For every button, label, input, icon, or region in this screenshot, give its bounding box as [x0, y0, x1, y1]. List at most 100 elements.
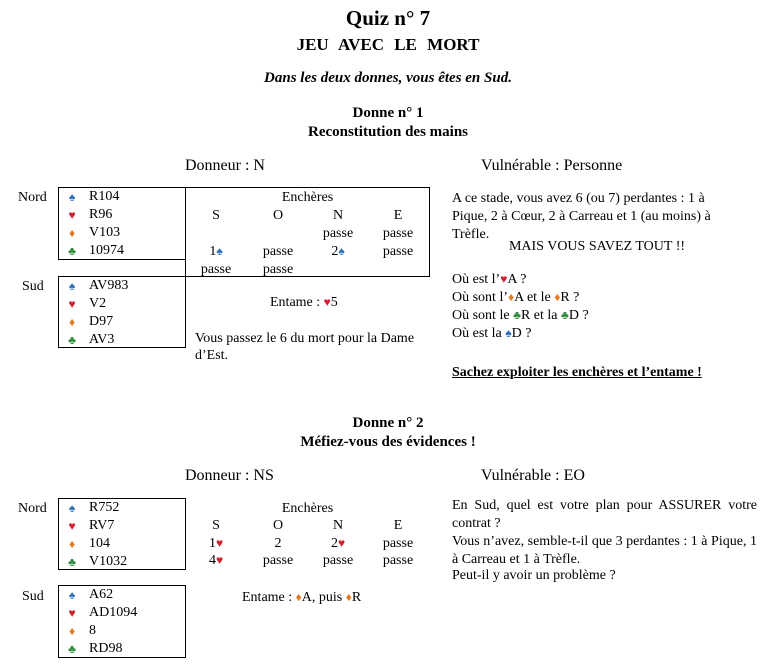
donne2-subheading: Méfiez-vous des évidences ! [300, 434, 476, 450]
south-clubs: AV3 [89, 332, 115, 347]
auction-cell: 2♠ [331, 244, 345, 259]
donne2-lead: Entame : ♦A, puis ♦R [242, 590, 362, 605]
south-diamonds: D97 [89, 314, 114, 329]
heart-icon: ♥ [68, 606, 76, 620]
auction-header-s: S [212, 208, 220, 223]
auction-header-e: E [393, 208, 403, 223]
diamond-icon: ♦ [68, 624, 76, 638]
auction-cell: passe [382, 536, 414, 551]
donne1-vulnerable: Vulnérable : Personne [481, 157, 623, 174]
heart-icon: ♥ [337, 536, 346, 550]
auction-cell: passe [200, 262, 232, 277]
club-icon: ♣ [513, 308, 521, 322]
donne1-north-label: Nord [18, 190, 47, 205]
heart-icon: ♥ [68, 519, 76, 533]
donne2-text3: Peut-il y avoir un problème ? [452, 568, 616, 583]
donne1-question-2: Où sont l’♦A et le ♦R ? [452, 290, 580, 305]
auction-cell: passe [262, 553, 294, 568]
donne1-subheading: Reconstitution des mains [307, 124, 468, 140]
auction-cell: 2♥ [330, 536, 346, 551]
heart-icon: ♥ [500, 272, 508, 286]
heart-icon: ♥ [323, 295, 331, 309]
south-hearts: AD1094 [89, 605, 138, 620]
donne2-dealer: Donneur : NS [185, 467, 274, 484]
donne2-south-label: Sud [22, 589, 44, 604]
club-icon: ♣ [68, 642, 76, 656]
donne2-text2: Vous n’avez, semble-t-il que 3 perdantes… [452, 534, 757, 567]
auction-cell: passe [382, 244, 414, 259]
north-spades: R752 [89, 500, 120, 515]
north-clubs: V1032 [89, 554, 128, 569]
auction-header-n: N [332, 518, 344, 533]
diamond-icon: ♦ [68, 315, 76, 329]
spade-icon: ♠ [216, 244, 223, 258]
donne1-question-3: Où sont le ♣R et la ♣D ? [452, 308, 589, 323]
quiz-subtitle: JEU AVEC LE MORT [296, 35, 480, 54]
spade-icon: ♠ [68, 588, 76, 602]
donne1-auction-title: Enchères [281, 190, 334, 205]
heart-icon: ♥ [215, 553, 224, 567]
heart-icon: ♥ [68, 208, 76, 222]
diamond-icon: ♦ [508, 290, 515, 304]
south-spades: A62 [89, 587, 114, 602]
donne1-emphasis: MAIS VOUS SAVEZ TOUT !! [508, 239, 686, 254]
heart-icon: ♥ [68, 297, 76, 311]
auction-cell: 2 [274, 536, 282, 551]
auction-header-e: E [393, 518, 403, 533]
auction-cell: 1♥ [208, 536, 224, 551]
donne1-play-note: Vous passez le 6 du mort pour la Dame d’… [195, 331, 415, 363]
auction-cell: passe [322, 553, 354, 568]
auction-header-o: O [272, 518, 284, 533]
diamond-icon: ♦ [295, 590, 302, 604]
heart-icon: ♥ [215, 536, 224, 550]
north-diamonds: V103 [89, 225, 121, 240]
auction-cell: passe [262, 262, 294, 277]
south-diamonds: 8 [89, 623, 96, 638]
donne2-south-hand: ♠A62 ♥AD1094 ♦8 ♣RD98 [58, 585, 186, 658]
donne1-lead: Entame : ♥5 [270, 295, 338, 310]
auction-header-s: S [212, 518, 220, 533]
donne2-text: En Sud, quel est votre plan pour ASSURER… [452, 498, 757, 531]
donne2-north-hand: ♠ R752 ♥ RV7 ♦ 104 ♣ V1032 [58, 498, 186, 570]
diamond-icon: ♦ [68, 226, 76, 240]
donne1-south-label: Sud [22, 279, 44, 294]
auction-cell: passe [322, 226, 354, 241]
north-clubs: 10974 [89, 243, 124, 258]
spade-icon: ♠ [505, 326, 512, 340]
spade-icon: ♠ [338, 244, 345, 258]
auction-header-n: N [332, 208, 344, 223]
club-icon: ♣ [68, 244, 76, 258]
donne2-north-label: Nord [18, 501, 47, 516]
quiz-title: Quiz n° 7 [345, 6, 431, 30]
spade-icon: ♠ [68, 501, 76, 515]
auction-cell: 1♠ [209, 244, 223, 259]
north-hearts: R96 [89, 207, 113, 222]
donne1-question-1: Où est l’♥A ? [452, 272, 527, 287]
donne1-heading: Donne n° 1 [352, 105, 424, 121]
club-icon: ♣ [561, 308, 569, 322]
spade-icon: ♠ [68, 279, 76, 293]
south-hearts: V2 [89, 296, 107, 311]
donne2-vulnerable: Vulnérable : EO [481, 467, 585, 484]
auction-cell: 4♥ [208, 553, 224, 568]
diamond-icon: ♦ [554, 290, 561, 304]
donne1-dealer: Donneur : N [185, 157, 265, 174]
auction-cell: passe [382, 226, 414, 241]
intro-text: Dans les deux donnes, vous êtes en Sud. [264, 70, 512, 86]
club-icon: ♣ [68, 333, 76, 347]
donne2-auction-title: Enchères [281, 501, 334, 516]
auction-header-o: O [272, 208, 284, 223]
club-icon: ♣ [68, 555, 76, 569]
diamond-icon: ♦ [345, 590, 352, 604]
donne1-advice: Sachez exploiter les enchères et l’entam… [452, 365, 702, 380]
spade-icon: ♠ [68, 190, 76, 204]
donne2-heading: Donne n° 2 [352, 415, 424, 431]
donne1-north-hand: ♠ R104 ♥ R96 ♦ V103 ♣ 10974 [58, 187, 186, 260]
north-spades: R104 [89, 189, 120, 204]
north-diamonds: 104 [89, 536, 110, 551]
diamond-icon: ♦ [68, 537, 76, 551]
donne1-south-hand: ♠AV983 ♥V2 ♦D97 ♣AV3 [58, 276, 186, 348]
donne1-auction-box [185, 187, 430, 277]
donne1-analysis: A ce stade, vous avez 6 (ou 7) perdantes… [452, 191, 711, 242]
north-hearts: RV7 [89, 518, 115, 533]
